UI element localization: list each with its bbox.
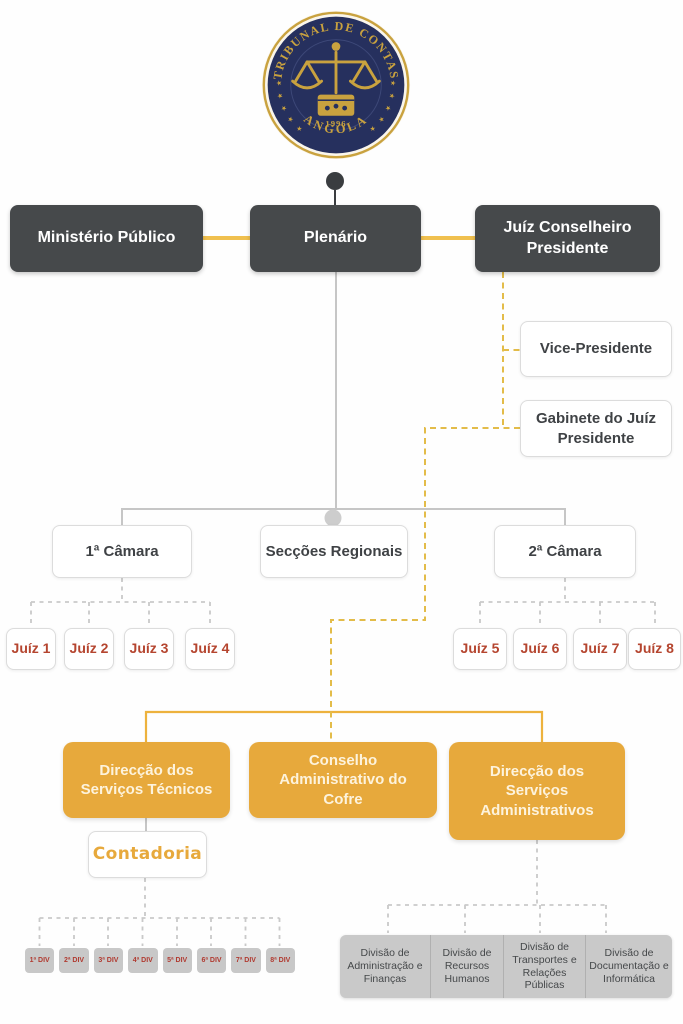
node-label: Conselho Administrativo do Cofre: [279, 752, 407, 808]
node-div-6: 6ª DIV: [196, 948, 227, 973]
node-label: Juíz 7: [580, 640, 620, 657]
node-divisao-recursos-humanos: Divisão de Recursos Humanos: [430, 935, 503, 998]
node-label: Divisão de Documentação e Informática: [589, 947, 669, 985]
node-label: Direcção dos Serviços Técnicos: [80, 761, 213, 798]
branch-dot-icon: [324, 509, 342, 527]
node-label: 1ª DIV: [29, 957, 50, 964]
node-juiz-conselheiro-presidente: Juíz Conselheiro Presidente: [475, 205, 660, 272]
node-label: Vice-Presidente: [539, 340, 653, 358]
node-label: Juíz Conselheiro Presidente: [503, 219, 632, 257]
node-label: 1ª Câmara: [85, 542, 159, 560]
svg-text:★: ★: [389, 80, 397, 86]
node-div-2: 2ª DIV: [59, 948, 89, 973]
svg-text:★: ★: [368, 124, 378, 134]
node-divisao-documentacao-informatica: Divisão de Documentação e Informática: [585, 935, 672, 998]
node-juiz-1: Juíz 1: [6, 628, 56, 670]
node-label: Juíz 2: [69, 640, 109, 657]
node-label: Contadoria: [92, 843, 203, 864]
node-div-1: 1ª DIV: [25, 948, 55, 973]
node-div-4: 4ª DIV: [128, 948, 158, 973]
node-juiz-7: Juíz 7: [573, 628, 627, 670]
admin-divisions-panel: Divisão de Administração e Finanças Divi…: [340, 935, 672, 998]
node-label: Gabinete do Juíz Presidente: [535, 410, 656, 447]
node-divisao-transportes-relacoes-publicas: Divisão de Transportes e Relações Públic…: [503, 935, 585, 998]
node-contadoria: Contadoria: [88, 831, 207, 878]
node-ministerio-publico: Ministério Público: [10, 205, 203, 272]
node-juiz-8: Juíz 8: [628, 628, 681, 670]
svg-text:★: ★: [383, 104, 393, 113]
svg-text:★: ★: [276, 92, 285, 99]
node-label: Secções Regionais: [265, 542, 403, 560]
tribunal-seal-logo: TRIBUNAL DE CONTAS ANGOLA ★ ★ ★ ★ ★ ★ ★ …: [261, 10, 411, 160]
node-label: 6ª DIV: [201, 957, 222, 964]
node-label: Direcção dos Serviços Administrativos: [480, 763, 594, 819]
seal-year: 1996: [325, 118, 346, 128]
node-juiz-3: Juíz 3: [124, 628, 174, 670]
node-juiz-4: Juíz 4: [185, 628, 235, 670]
node-div-5: 5ª DIV: [162, 948, 192, 973]
svg-text:★: ★: [286, 114, 296, 124]
node-1a-camara: 1ª Câmara: [52, 525, 192, 578]
node-label: 2ª DIV: [64, 957, 85, 964]
node-label: Juíz 8: [635, 640, 674, 657]
node-divisao-administracao-financas: Divisão de Administração e Finanças: [340, 935, 430, 998]
divisions-row: 1ª DIV 2ª DIV 3ª DIV 4ª DIV 5ª DIV 6ª DI…: [25, 948, 295, 973]
root-dot-icon: [326, 172, 344, 190]
seal-stars-icon: ★ ★ ★ ★ ★ ★ ★ ★ ★ ★: [275, 80, 397, 134]
svg-text:★: ★: [387, 92, 396, 99]
node-label: 7ª DIV: [235, 957, 256, 964]
node-gabinete-juiz-presidente: Gabinete do Juíz Presidente: [520, 400, 672, 457]
node-label: Ministério Público: [37, 229, 176, 247]
node-juiz-6: Juíz 6: [513, 628, 567, 670]
scales-of-justice-icon: [291, 42, 381, 116]
node-label: 5ª DIV: [167, 957, 188, 964]
svg-text:★: ★: [279, 104, 289, 113]
node-vice-presidente: Vice-Presidente: [520, 321, 672, 377]
node-div-3: 3ª DIV: [93, 948, 124, 973]
node-label: Divisão de Transportes e Relações Públic…: [512, 940, 577, 992]
node-label: Juíz 6: [520, 640, 560, 657]
node-label: 3ª DIV: [98, 957, 119, 964]
node-label: Juíz 4: [190, 640, 230, 657]
node-plenario: Plenário: [250, 205, 421, 272]
node-label: Divisão de Recursos Humanos: [442, 947, 492, 985]
svg-text:★: ★: [275, 80, 283, 86]
node-2a-camara: 2ª Câmara: [494, 525, 636, 578]
svg-text:★: ★: [295, 124, 305, 134]
node-label: Plenário: [303, 229, 368, 247]
node-juiz-2: Juíz 2: [64, 628, 114, 670]
node-label: Divisão de Administração e Finanças: [347, 947, 423, 985]
node-label: Juíz 1: [11, 640, 51, 657]
svg-text:★: ★: [376, 114, 386, 124]
node-direccao-servicos-administrativos: Direcção dos Serviços Administrativos: [449, 742, 625, 840]
node-label: Juíz 3: [129, 640, 169, 657]
node-div-7: 7ª DIV: [231, 948, 261, 973]
node-conselho-administrativo-cofre: Conselho Administrativo do Cofre: [249, 742, 437, 818]
node-div-8: 8ª DIV: [265, 948, 295, 973]
node-label: Juíz 5: [460, 640, 500, 657]
node-label: 8ª DIV: [270, 957, 291, 964]
node-direccao-servicos-tecnicos: Direcção dos Serviços Técnicos: [63, 742, 230, 818]
node-label: 4ª DIV: [132, 957, 153, 964]
node-juiz-5: Juíz 5: [453, 628, 507, 670]
node-seccoes-regionais: Secções Regionais: [260, 525, 408, 578]
node-label: 2ª Câmara: [528, 542, 602, 560]
